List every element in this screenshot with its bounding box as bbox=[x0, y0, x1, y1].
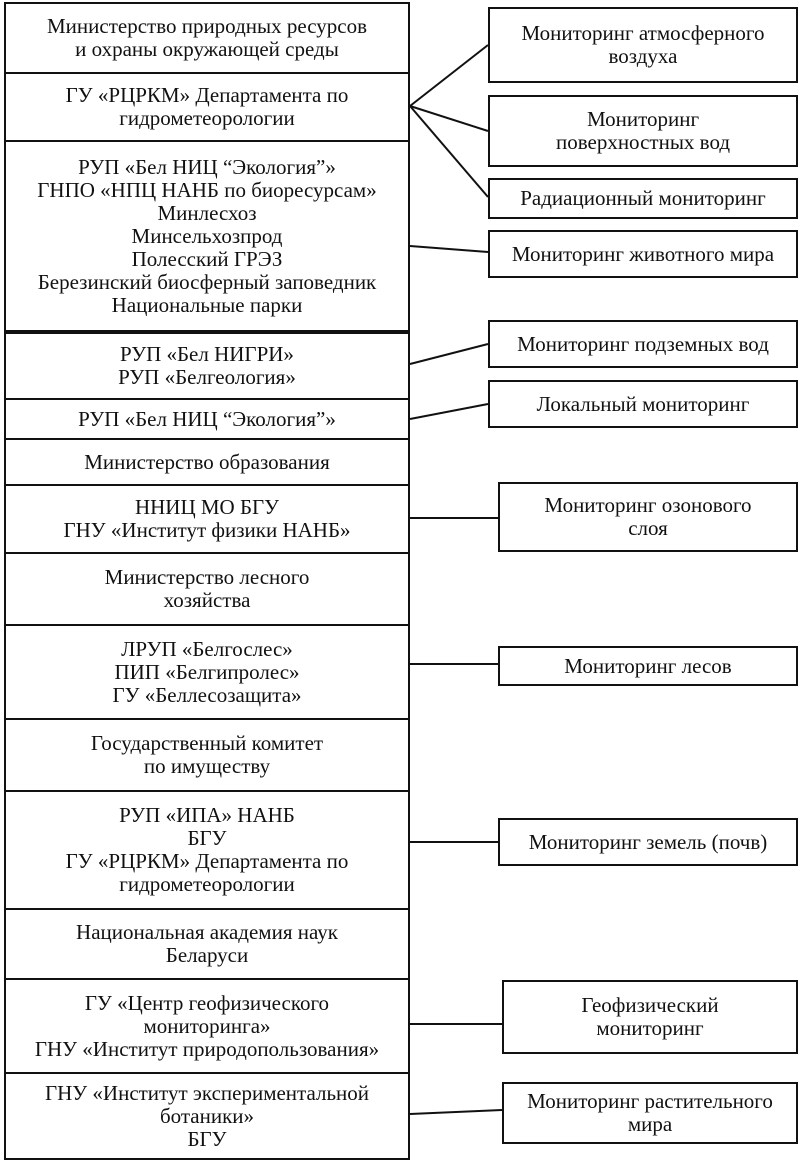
org-box-physics-institute: ННИЦ МО БГУ ГНУ «Институт физики НАНБ» bbox=[4, 484, 410, 554]
org-label: ГНУ «Институт экспериментальной ботаники… bbox=[44, 1080, 370, 1151]
connector-line bbox=[409, 105, 489, 132]
monitoring-label: Мониторинг животного мира bbox=[511, 241, 775, 266]
connector-line bbox=[409, 403, 489, 420]
org-box-ministry-education: Министерство образования bbox=[4, 438, 410, 486]
org-box-geophysics-center: ГУ «Центр геофизического мониторинга» ГН… bbox=[4, 978, 410, 1074]
monitoring-box-radiation: Радиационный мониторинг bbox=[488, 178, 798, 219]
monitoring-box-flora: Мониторинг растительного мира bbox=[502, 1082, 798, 1144]
org-label: Министерство образования bbox=[84, 449, 330, 474]
monitoring-label: Радиационный мониторинг bbox=[520, 186, 766, 210]
connector-line bbox=[409, 105, 489, 198]
org-label: Министерство лесного хозяйства bbox=[104, 565, 310, 612]
monitoring-box-fauna: Мониторинг животного мира bbox=[488, 230, 798, 278]
org-box-ministry-natural-resources: Министерство природных ресурсов и охраны… bbox=[4, 2, 410, 74]
org-box-forest-enterprises: ЛРУП «Белгослес» ПИП «Белгипролес» ГУ «Б… bbox=[4, 624, 410, 720]
monitoring-label: Геофизический мониторинг bbox=[581, 993, 719, 1040]
monitoring-box-groundwater: Мониторинг подземных вод bbox=[488, 320, 798, 368]
connector-line bbox=[409, 245, 489, 253]
org-label: ЛРУП «Белгослес» ПИП «Белгипролес» ГУ «Б… bbox=[112, 636, 302, 707]
org-box-geology: РУП «Бел НИГРИ» РУП «Белгеология» bbox=[4, 332, 410, 400]
org-box-botany-institute: ГНУ «Институт экспериментальной ботаники… bbox=[4, 1072, 410, 1160]
org-box-academy-sciences: Национальная академия наук Беларуси bbox=[4, 908, 410, 980]
monitoring-label: Мониторинг подземных вод bbox=[517, 331, 769, 356]
monitoring-box-geophysical: Геофизический мониторинг bbox=[502, 980, 798, 1054]
monitoring-label: Локальный мониторинг bbox=[536, 391, 750, 416]
org-box-biology-group: РУП «Бел НИЦ “Экология”» ГНПО «НПЦ НАНБ … bbox=[4, 140, 410, 332]
monitoring-label: Мониторинг озонового слоя bbox=[544, 493, 752, 540]
org-label: ГУ «РЦРКМ» Департамента по гидрометеорол… bbox=[65, 83, 349, 130]
connector-line bbox=[409, 343, 489, 365]
org-box-ministry-forestry: Министерство лесного хозяйства bbox=[4, 552, 410, 626]
monitoring-label: Мониторинг земель (почв) bbox=[528, 829, 768, 854]
org-label: Государственный комитет по имуществу bbox=[90, 731, 324, 778]
monitoring-box-ozone-layer: Мониторинг озонового слоя bbox=[498, 482, 798, 552]
monitoring-box-atmospheric-air: Мониторинг атмосферного воздуха bbox=[488, 7, 798, 83]
monitoring-box-local: Локальный мониторинг bbox=[488, 380, 798, 428]
org-label: ННИЦ МО БГУ ГНУ «Институт физики НАНБ» bbox=[63, 495, 351, 542]
monitoring-label: Мониторинг поверхностных вод bbox=[555, 107, 731, 154]
org-box-ecology-center: РУП «Бел НИЦ “Экология”» bbox=[4, 398, 410, 440]
monitoring-box-surface-water: Мониторинг поверхностных вод bbox=[488, 95, 798, 167]
org-box-rcrkm: ГУ «РЦРКМ» Департамента по гидрометеорол… bbox=[4, 72, 410, 142]
org-box-property-committee: Государственный комитет по имуществу bbox=[4, 718, 410, 792]
monitoring-box-lands-soils: Мониторинг земель (почв) bbox=[498, 818, 798, 866]
org-label: РУП «ИПА» НАНБ БГУ ГУ «РЦРКМ» Департамен… bbox=[65, 803, 349, 896]
org-label: ГУ «Центр геофизического мониторинга» ГН… bbox=[34, 990, 380, 1061]
connector-line bbox=[409, 1109, 503, 1115]
org-label: Министерство природных ресурсов и охраны… bbox=[46, 14, 367, 61]
monitoring-label: Мониторинг растительного мира bbox=[527, 1089, 773, 1136]
org-box-soil-institutions: РУП «ИПА» НАНБ БГУ ГУ «РЦРКМ» Департамен… bbox=[4, 790, 410, 910]
org-label: РУП «Бел НИЦ “Экология”» bbox=[78, 406, 336, 431]
org-label: РУП «Бел НИГРИ» РУП «Белгеология» bbox=[118, 342, 296, 389]
org-label: РУП «Бел НИЦ “Экология”» ГНПО «НПЦ НАНБ … bbox=[37, 154, 377, 317]
monitoring-box-forests: Мониторинг лесов bbox=[498, 646, 798, 686]
connector-line bbox=[409, 44, 489, 107]
monitoring-label: Мониторинг лесов bbox=[564, 653, 732, 678]
org-label: Национальная академия наук Беларуси bbox=[76, 920, 338, 967]
monitoring-label: Мониторинг атмосферного воздуха bbox=[521, 21, 765, 68]
